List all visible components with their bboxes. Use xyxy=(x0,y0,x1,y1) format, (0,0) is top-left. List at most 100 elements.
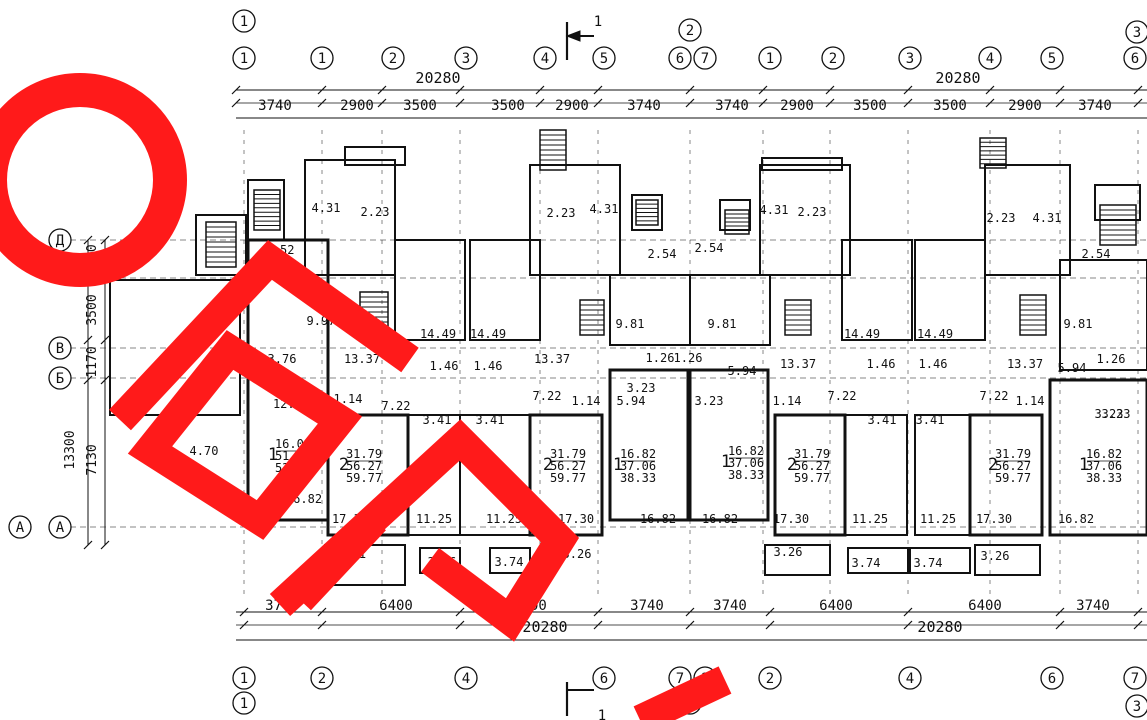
room-area: 1.46 xyxy=(919,357,948,371)
axis-bubble xyxy=(310,46,334,70)
axis-bubble xyxy=(48,515,72,539)
axis-label: 1 xyxy=(240,671,248,687)
axis-label: 7 xyxy=(676,671,684,687)
apartment-rooms: 2 xyxy=(543,455,553,475)
axis-bubble xyxy=(232,691,256,715)
dimension-bottom: 6400 xyxy=(379,598,413,614)
apartment-living-area: 16.82 xyxy=(1086,447,1122,461)
apartment-usable-area: 37.06 xyxy=(1086,459,1122,473)
axis-bubble xyxy=(821,46,845,70)
apartment-living-area: 31.79 xyxy=(346,447,382,461)
room-area: 11.25 xyxy=(486,512,522,526)
axis-bubble xyxy=(898,666,922,690)
room-area: 4.31 xyxy=(1033,211,1062,225)
watermark-stroke xyxy=(633,666,732,720)
apartment-total-area: 38.33 xyxy=(728,468,764,482)
room-area: 1.46 xyxy=(867,357,896,371)
axis-label: 2 xyxy=(686,23,694,39)
axis-label: 2 xyxy=(829,51,837,67)
room-area: 13.37 xyxy=(534,352,570,366)
axis-label: 3 xyxy=(906,51,914,67)
room-area: 3.23 xyxy=(627,381,656,395)
apartment-total-area: 38.33 xyxy=(620,471,656,485)
room-area: 3.26 xyxy=(981,549,1010,563)
apartment-rooms: 1 xyxy=(721,452,731,472)
apartment-usable-area: 56.27 xyxy=(794,459,830,473)
room-area: 3.41 xyxy=(916,413,945,427)
dimension-top: 2900 xyxy=(340,98,374,114)
room-area: 1.26 xyxy=(646,351,675,365)
room-area: 3.41 xyxy=(423,413,452,427)
axis-bubble xyxy=(758,666,782,690)
room-area: 4.31 xyxy=(590,202,619,216)
axis-label: А xyxy=(16,520,25,536)
apartment-living-area: 31.79 xyxy=(794,447,830,461)
axis-label: 6 xyxy=(600,671,608,687)
dimension-top: 2900 xyxy=(1008,98,1042,114)
total-dimension: 20280 xyxy=(522,618,567,636)
axis-label: 4 xyxy=(906,671,914,687)
dimension-top: 3740 xyxy=(627,98,661,114)
dimension-top: 3500 xyxy=(933,98,967,114)
room-area: 7.22 xyxy=(980,389,1009,403)
axis-bubble xyxy=(310,666,334,690)
apartment-total-area: 59.77 xyxy=(995,471,1031,485)
room-area: 7.22 xyxy=(382,399,411,413)
axis-bubble xyxy=(232,9,256,33)
apartment-living-area: 31.79 xyxy=(995,447,1031,461)
apartment-rooms: 1 xyxy=(268,445,278,465)
room-area: 2.23 xyxy=(987,211,1016,225)
room-area: 2.54 xyxy=(1082,247,1111,261)
dimension-top: 2900 xyxy=(555,98,589,114)
axis-bubble xyxy=(48,336,72,360)
room-area: 2.23 xyxy=(361,205,390,219)
axis-bubble xyxy=(592,46,616,70)
axis-label: 1 xyxy=(240,696,248,712)
dimension-left: 13300 xyxy=(63,430,78,469)
axis-bubble xyxy=(1040,666,1064,690)
axis-label: 4 xyxy=(462,671,470,687)
axis-bubble xyxy=(8,515,32,539)
axis-bubble xyxy=(898,46,922,70)
watermark-circle xyxy=(0,73,187,287)
room-area: 16.82 xyxy=(1058,512,1094,526)
room-area: 3.74 xyxy=(914,556,943,570)
apartment-usable-area: 37.06 xyxy=(728,456,764,470)
apartment-rooms: 1 xyxy=(613,455,623,475)
axis-bubble xyxy=(48,366,72,390)
axis-label: 3 xyxy=(1133,699,1141,715)
watermark-overlay xyxy=(0,73,732,720)
room-area: 14.49 xyxy=(420,327,456,341)
room-area: 1.26 xyxy=(1097,352,1126,366)
room-area: 14.49 xyxy=(917,327,953,341)
room-area: 1.26 xyxy=(674,351,703,365)
apartment-usable-area: 56.27 xyxy=(995,459,1031,473)
axis-label: 2 xyxy=(389,51,397,67)
apartment-usable-area: 56.27 xyxy=(346,459,382,473)
room-area: 9.81 xyxy=(616,317,645,331)
room-area: 14.49 xyxy=(844,327,880,341)
axis-label: 6 xyxy=(1131,51,1139,67)
dimension-left: 3500 xyxy=(85,294,100,325)
room-area: 4.31 xyxy=(760,203,789,217)
axis-label: 1 xyxy=(766,51,774,67)
axis-label: 6 xyxy=(676,51,684,67)
room-area: 1.14 xyxy=(334,392,363,406)
section-label: 1 xyxy=(598,708,606,720)
axis-label: 5 xyxy=(1048,51,1056,67)
axis-bubble xyxy=(1125,694,1147,718)
room-area: 17.30 xyxy=(976,512,1012,526)
axis-bubble xyxy=(1123,46,1147,70)
dimension-top: 3500 xyxy=(491,98,525,114)
room-area: 14.49 xyxy=(470,327,506,341)
axis-label: 3 xyxy=(1133,25,1141,41)
dimension-top: 3740 xyxy=(715,98,749,114)
axis-bubble xyxy=(454,666,478,690)
room-area: 13.37 xyxy=(344,352,380,366)
room-area: 1.46 xyxy=(430,359,459,373)
apartment-rooms: 2 xyxy=(988,455,998,475)
